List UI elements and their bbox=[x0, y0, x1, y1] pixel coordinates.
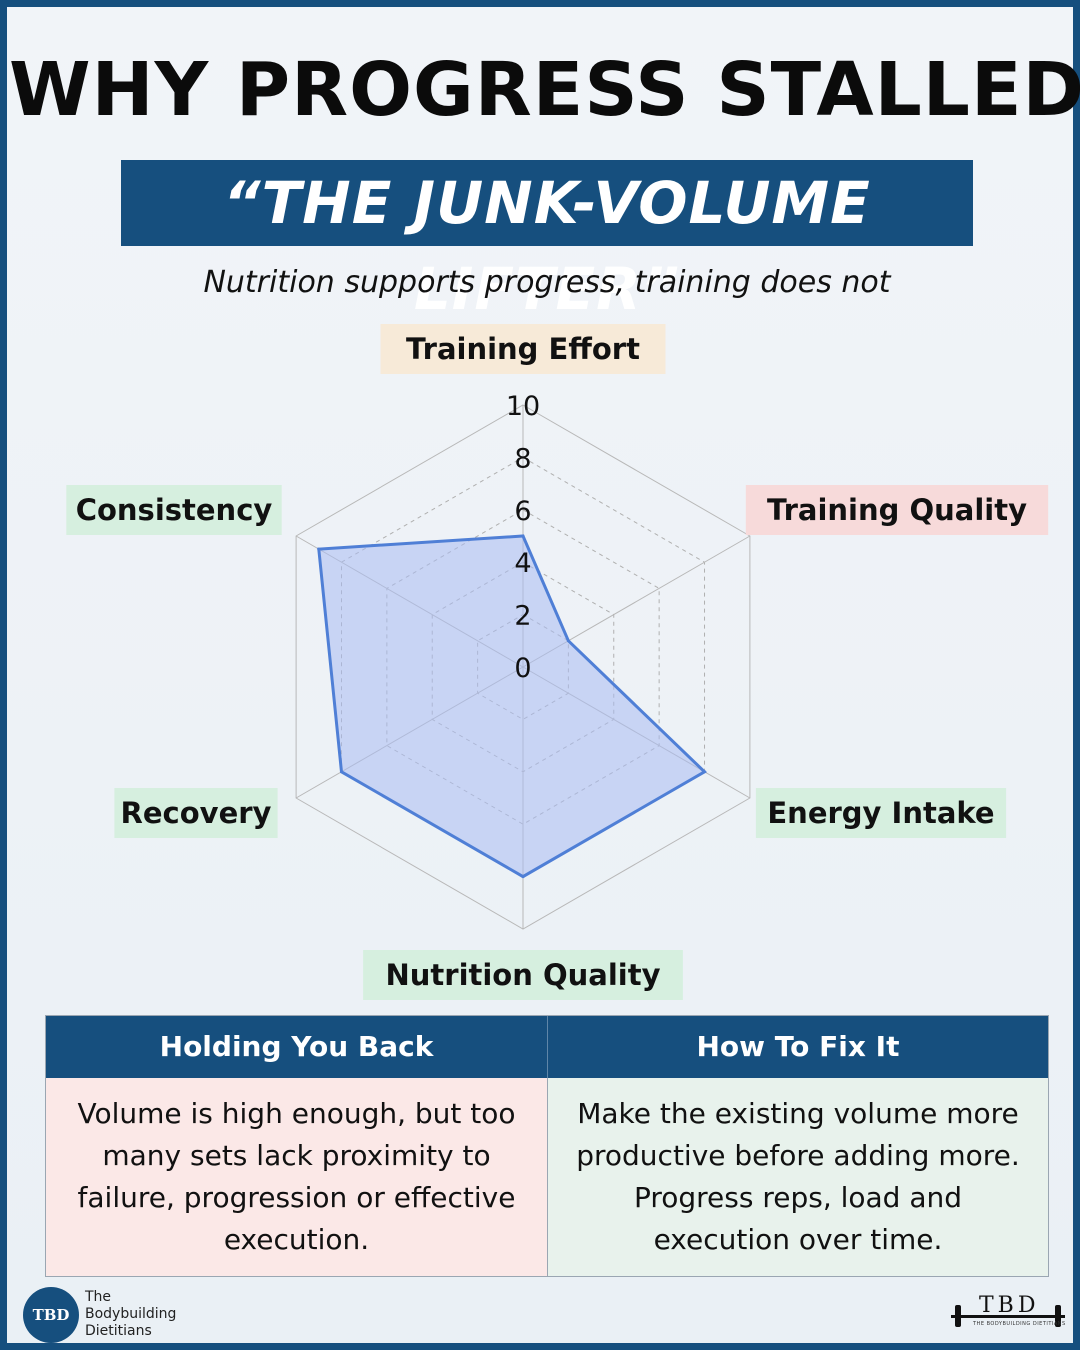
axis-label: Recovery bbox=[121, 796, 272, 830]
tick-label: 2 bbox=[514, 601, 531, 632]
data-point bbox=[521, 534, 525, 538]
axis-label-box bbox=[66, 485, 282, 535]
logo-text: The Bodybuilding Dietitians bbox=[85, 1289, 176, 1340]
axis-label-box bbox=[363, 950, 683, 1000]
data-point bbox=[317, 547, 321, 551]
axis-label: Training Effort bbox=[406, 332, 640, 366]
data-point bbox=[703, 770, 707, 774]
plate-icon bbox=[1055, 1305, 1061, 1327]
axis-label-box bbox=[114, 788, 278, 838]
summary-table: Holding You Back How To Fix It Volume is… bbox=[45, 1015, 1049, 1277]
logo-subtext: THE BODYBUILDING DIETITIANS bbox=[973, 1321, 1066, 1327]
logo-line: Dietitians bbox=[85, 1323, 152, 1339]
table-cell-holding-back: Volume is high enough, but too many sets… bbox=[46, 1078, 548, 1276]
page-title: WHY PROGRESS STALLED bbox=[9, 47, 1080, 133]
axis-label-box bbox=[755, 788, 1007, 838]
logo-badge: TBD bbox=[23, 1287, 79, 1343]
axis-label-box bbox=[745, 485, 1049, 535]
tick-label: 10 bbox=[506, 391, 540, 422]
axis-label: Training Quality bbox=[767, 493, 1027, 527]
brand-logo-left: TBD The Bodybuilding Dietitians bbox=[23, 1285, 223, 1345]
logo-wordmark: TBD bbox=[979, 1293, 1040, 1318]
axis-label-box bbox=[380, 324, 666, 374]
plate-icon bbox=[955, 1305, 961, 1327]
axis-label: Consistency bbox=[76, 493, 273, 527]
data-point bbox=[566, 639, 570, 643]
banner-title: “THE JUNK-VOLUME LIFTER” bbox=[121, 160, 973, 323]
data-point bbox=[521, 875, 525, 879]
table-header-fix: How To Fix It bbox=[548, 1016, 1048, 1078]
tick-label: 6 bbox=[514, 496, 531, 527]
barbell-icon bbox=[951, 1315, 1065, 1318]
tick-label: 0 bbox=[514, 653, 531, 684]
data-area bbox=[317, 534, 707, 879]
table-cell-fix: Make the existing volume more productive… bbox=[548, 1078, 1048, 1276]
logo-line: Bodybuilding bbox=[85, 1306, 177, 1322]
tick-label: 8 bbox=[514, 443, 531, 474]
axis-label: Energy Intake bbox=[767, 796, 994, 830]
subtitle: Nutrition supports progress, training do… bbox=[203, 265, 891, 300]
tick-label: 4 bbox=[514, 548, 531, 579]
table-header-holding-back: Holding You Back bbox=[46, 1016, 548, 1078]
brand-logo-right: TBD THE BODYBUILDING DIETITIANS bbox=[951, 1293, 1071, 1339]
data-point bbox=[339, 770, 343, 774]
axis-label: Nutrition Quality bbox=[385, 958, 660, 992]
logo-line: The bbox=[85, 1289, 112, 1305]
